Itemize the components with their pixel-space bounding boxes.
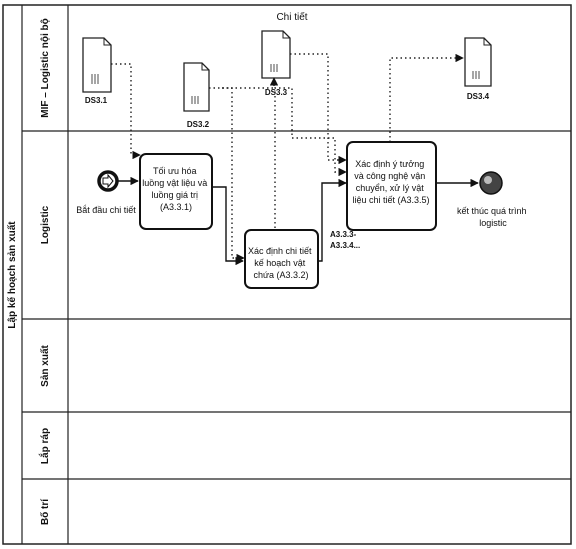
- task-a3-3-1: Tối ưu hóa luồng vật liệu và luồng giá t…: [139, 153, 213, 230]
- lane-label-logistic: Logistic: [40, 205, 51, 244]
- document-label: DS3.4: [467, 92, 490, 101]
- lane-label-mif: MIF – Logistic nội bộ: [40, 18, 51, 117]
- connector-label: A3.3.3- A3.3.4...: [330, 230, 360, 250]
- task-label: Tối ưu hóa luồng vật liệu và luồng giá t…: [142, 166, 210, 212]
- document-ds3-3: DS3.3: [261, 30, 291, 97]
- document-icon: [183, 62, 210, 112]
- task-a3-3-2: Xác định chi tiết kế hoạch vật chứa (A3.…: [244, 229, 319, 289]
- document-ds3-4: DS3.4: [464, 37, 492, 101]
- document-label: DS3.2: [187, 120, 210, 129]
- document-icon: [464, 37, 492, 87]
- end-event: kết thúc quá trình logistic: [457, 171, 529, 228]
- document-icon: [261, 30, 291, 79]
- task-label: Xác định chi tiết kế hoạch vật chứa (A3.…: [248, 246, 314, 280]
- document-label: DS3.1: [85, 96, 108, 105]
- document-icon: [82, 37, 112, 93]
- lane-label-laprap: Lắp ráp: [38, 428, 51, 464]
- arrow-icon: [102, 173, 114, 189]
- pool-frame: [2, 4, 572, 545]
- end-event-label: kết thúc quá trình logistic: [457, 206, 529, 228]
- task-label: Xác định ý tưởng và công nghệ vận chuyển…: [352, 159, 429, 205]
- start-event: Bắt đầu chi tiết: [76, 170, 136, 215]
- pool-label: Lập kế hoạch sản xuất: [6, 221, 18, 329]
- documents-title: Chi tiết: [276, 11, 307, 23]
- document-label: DS3.3: [265, 88, 288, 97]
- sequence-flows: [118, 176, 479, 266]
- start-event-label: Bắt đầu chi tiết: [76, 205, 136, 215]
- lane-label-botri: Bố trí: [39, 498, 51, 525]
- document-ds3-1: DS3.1: [82, 37, 112, 105]
- task-a3-3-5: Xác định ý tưởng và công nghệ vận chuyển…: [346, 141, 437, 231]
- lane-label-sanxuat: Sản xuất: [39, 344, 51, 386]
- document-ds3-2: DS3.2: [183, 62, 210, 129]
